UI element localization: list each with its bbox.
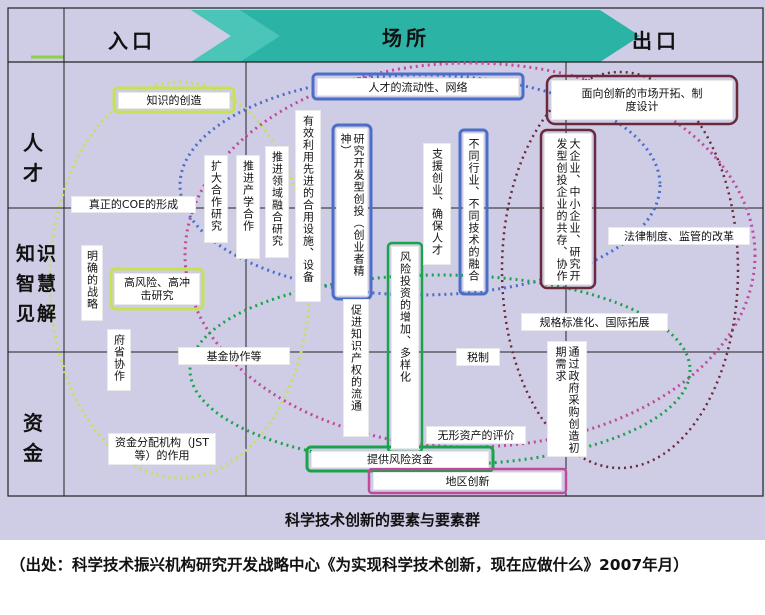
box-risk-investment: 风险投资的增加、多样化 — [391, 246, 419, 449]
box-regional: 地区创新 — [373, 472, 562, 490]
header-place: 场所 — [382, 26, 430, 50]
industry-academia-text: 推进产学合作 — [241, 160, 255, 232]
box-fund-allocation: 资金分配机构（JST等）的作用 — [108, 433, 216, 465]
row-knowledge: 知识智慧见解 — [15, 243, 58, 325]
frame-talent-mobility — [311, 72, 525, 101]
box-coe: 真正的COE的形成 — [71, 196, 196, 213]
frame-regional — [367, 467, 568, 495]
box-shared-facilities: 有效利用先进的合用设施、设备 — [295, 110, 321, 302]
box-foundation-coop: 基金协作等 — [178, 347, 290, 365]
box-standardization: 规格标准化、国际拓展 — [521, 313, 668, 331]
box-venture-support: 支援创业、确保人才 — [423, 143, 451, 265]
shared-facilities-text: 有效利用先进的合用设施、设备 — [301, 115, 315, 283]
grid-frame — [7, 7, 764, 497]
ip-flow-text: 促进知识产权的流通 — [349, 304, 363, 412]
arrow-chevron — [191, 10, 280, 62]
diagram: 入口 场所 出口 人才 知识智慧见解 资金 知识的创造 人才的流动性、网络 面向… — [0, 0, 765, 540]
header-exit: 出口 — [632, 29, 680, 53]
clear-strategy-text: 明确的战略 — [85, 250, 99, 310]
ministry-coop-text: 府省协作 — [112, 334, 126, 382]
box-knowledge-creation: 知识的创造 — [118, 92, 230, 109]
frame-market — [545, 74, 739, 126]
procurement-text: 通过政府采购创造初期需求 — [554, 346, 580, 454]
box-rnd-investment: 研究开发型创投（创业者精神） — [336, 128, 368, 296]
expand-coop-text: 扩大合作研究 — [209, 160, 223, 232]
box-clear-strategy: 明确的战略 — [81, 245, 103, 321]
frame-high-risk — [109, 267, 205, 311]
box-fusion-research: 推进领域融合研究 — [265, 146, 289, 258]
box-cross-industry: 不同行业、不同技术的融合 — [463, 133, 484, 291]
box-talent-mobility: 人才的流动性、网络 — [317, 78, 519, 96]
exit-ellipse — [500, 70, 740, 470]
rnd-investment-text: 研究开发型创投（创业者精神） — [339, 133, 365, 277]
row-funds: 资金 — [23, 411, 51, 465]
risk-investment-text: 风险投资的增加、多样化 — [398, 251, 412, 383]
funds-ellipse — [188, 273, 692, 467]
box-expand-coop: 扩大合作研究 — [204, 155, 228, 243]
box-ip-flow: 促进知识产权的流通 — [343, 299, 369, 437]
box-industry-academia: 推进产学合作 — [236, 155, 260, 259]
figure-caption: 科学技术创新的要素与要素群 — [284, 511, 480, 529]
box-risk-funds: 提供风险资金 — [311, 451, 489, 468]
cross-industry-text: 不同行业、不同技术的融合 — [467, 138, 480, 282]
box-tax: 税制 — [456, 348, 500, 366]
source-note: （出处：科学技术振兴机构研究开发战略中心《为实现科学技术创新，现在应做什么》20… — [10, 556, 689, 574]
box-market-system: 面向创新的市场开拓、制度设计 — [551, 80, 733, 120]
row-talent: 人才 — [23, 131, 51, 185]
box-enterprises: 大企业、中小企业、研究开发型创投企业的共存、协作 — [544, 133, 592, 285]
enterprises-text: 大企业、中小企业、研究开发型创投企业的共存、协作 — [555, 138, 581, 282]
place-arrow — [191, 10, 640, 62]
box-intangible-assets: 无形资产的评价 — [426, 426, 526, 444]
frame-knowledge-creation — [112, 86, 236, 114]
venture-support-text: 支援创业、确保人才 — [430, 148, 444, 256]
frame-enterprises — [539, 128, 597, 290]
header-entry: 入口 — [108, 29, 156, 53]
box-procurement: 通过政府采购创造初期需求 — [547, 341, 587, 457]
box-high-risk: 高风险、高冲击研究 — [114, 273, 200, 305]
diagram-shapes — [7, 7, 764, 497]
box-ministry-coop: 府省协作 — [107, 329, 131, 391]
box-legal-reform: 法律制度、监管的改革 — [608, 227, 750, 245]
frame-cross-industry — [458, 128, 489, 296]
fusion-research-text: 推进领域融合研究 — [270, 151, 284, 247]
